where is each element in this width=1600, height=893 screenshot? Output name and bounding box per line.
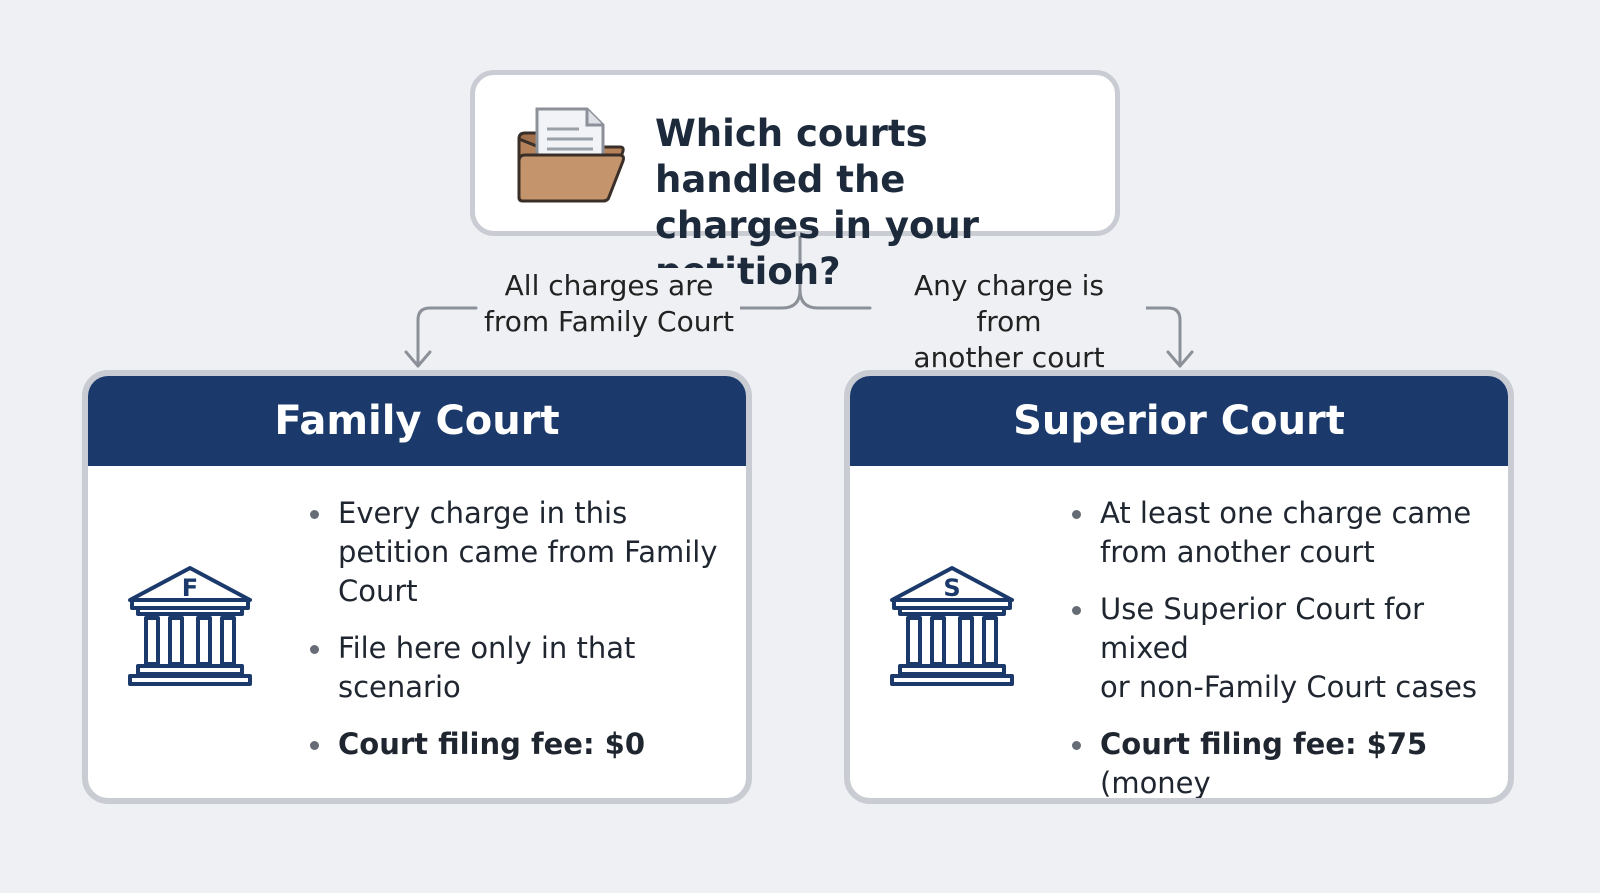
arrowhead-right (1166, 350, 1194, 368)
superior-court-card: Superior Court S At least one charge cam… (844, 370, 1514, 804)
superior-court-title: Superior Court (850, 376, 1508, 466)
branch-label-family: All charges are from Family Court (478, 268, 740, 340)
fee-note: (money order to ‘State of Delaware’) (1100, 766, 1211, 800)
list-item: Every charge in this petition came from … (308, 494, 728, 611)
list-item-fee: Court filing fee: $75 (money order to ‘S… (1070, 725, 1490, 800)
folder-document-icon (517, 107, 625, 203)
fee-label: Court filing fee: $0 (338, 727, 645, 761)
list-item-fee: Court filing fee: $0 (308, 725, 728, 764)
branch-label-superior: Any charge is from another court (872, 268, 1146, 376)
list-item: File here only in that scenario (308, 629, 728, 707)
court-icon-letter: S (943, 574, 960, 602)
family-court-bullets: Every charge in this petition came from … (308, 494, 728, 782)
question-box: Which courts handled the charges in your… (470, 70, 1120, 293)
courthouse-icon: F (128, 566, 252, 686)
court-icon-letter: F (182, 574, 198, 602)
list-item: At least one charge came from another co… (1070, 494, 1490, 572)
arrowhead-left (404, 350, 432, 368)
list-item: Use Superior Court for mixed or non-Fami… (1070, 590, 1490, 707)
connector-left (416, 306, 478, 368)
connector-stem-right (798, 288, 872, 310)
superior-court-bullets: At least one charge came from another co… (1070, 494, 1490, 800)
family-court-card: Family Court F Every charge in this peti… (82, 370, 752, 804)
fee-label: Court filing fee: $75 (1100, 727, 1428, 761)
connector-right (1132, 306, 1182, 368)
family-court-title: Family Court (88, 376, 746, 466)
courthouse-icon: S (890, 566, 1014, 686)
